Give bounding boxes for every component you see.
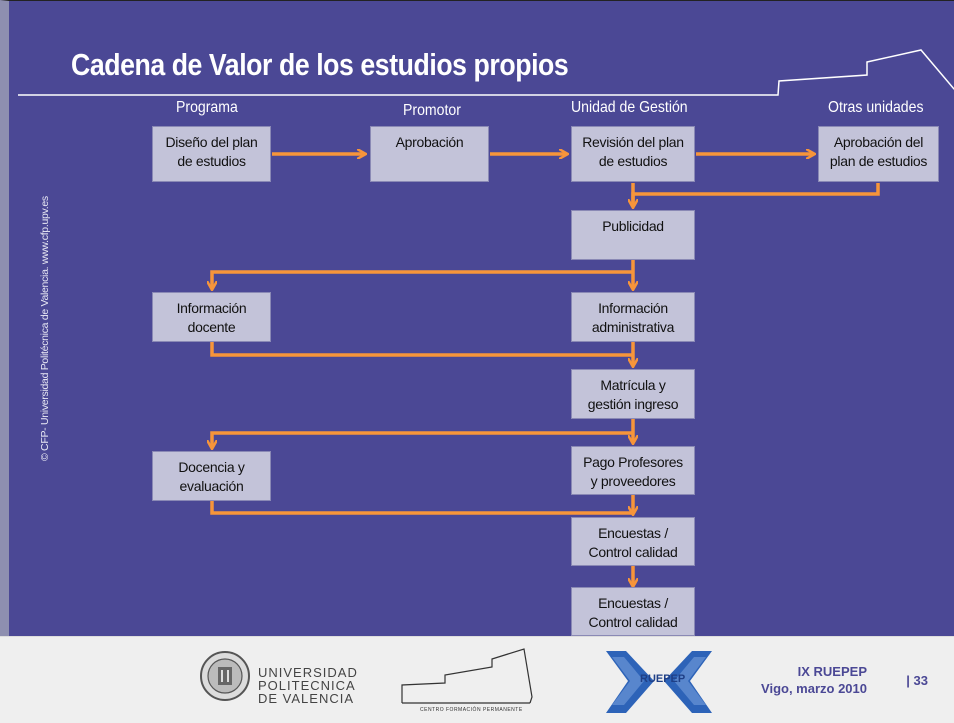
box-encuestas-2: Encuestas / Control calidad bbox=[571, 587, 695, 636]
box-line: Revisión del plan bbox=[582, 134, 684, 150]
slide-title: Cadena de Valor de los estudios propios bbox=[71, 47, 569, 82]
event-name: IX RUEPEP bbox=[797, 664, 867, 679]
box-line: gestión ingreso bbox=[587, 396, 679, 412]
arrow-docencia-encuestas bbox=[210, 501, 633, 515]
ruepep-logo-icon bbox=[606, 651, 712, 713]
page-number: | 33 bbox=[906, 673, 928, 688]
box-line: plan de estudios bbox=[829, 153, 928, 169]
box-line: Información bbox=[176, 300, 247, 316]
cfp-logo-icon bbox=[401, 648, 533, 704]
box-line: y proveedores bbox=[590, 473, 676, 489]
box-line: de estudios bbox=[177, 153, 246, 169]
upv-logo-text: UNIVERSIDAD POLITECNICA DE VALENCIA bbox=[258, 666, 358, 705]
box-line: Diseño del plan bbox=[165, 134, 258, 150]
upv-logo-line: POLITECNICA bbox=[258, 678, 356, 693]
box-pago-profesores: Pago Profesores y proveedores bbox=[571, 446, 695, 495]
arrow-matricula-docencia bbox=[212, 431, 633, 447]
box-line: Pago Profesores bbox=[583, 454, 683, 470]
box-aprobacion: Aprobación bbox=[370, 126, 489, 182]
box-line: administrativa bbox=[591, 319, 675, 335]
diagram-lines bbox=[18, 49, 954, 637]
box-line: de estudios bbox=[598, 153, 668, 169]
slide-body: Cadena de Valor de los estudios propios … bbox=[0, 0, 954, 636]
box-revision-plan: Revisión del plan de estudios bbox=[571, 126, 695, 182]
box-line: evaluación bbox=[179, 478, 244, 494]
box-diseno-plan: Diseño del plan de estudios bbox=[152, 126, 271, 182]
arrow-infodocente-matricula bbox=[210, 342, 633, 357]
footer: UNIVERSIDAD POLITECNICA DE VALENCIA CENT… bbox=[0, 636, 954, 723]
box-line: Control calidad bbox=[588, 544, 678, 560]
cfp-logo-text: CENTRO FORMACIÓN PERMANENTE bbox=[420, 707, 523, 713]
upv-logo-line: DE VALENCIA bbox=[258, 691, 355, 706]
box-matricula: Matrícula y gestión ingreso bbox=[571, 369, 695, 419]
box-informacion-docente: Información docente bbox=[152, 292, 271, 342]
box-publicidad: Publicidad bbox=[571, 210, 695, 260]
column-header-unidad: Unidad de Gestión bbox=[571, 99, 688, 116]
box-encuestas-1: Encuestas / Control calidad bbox=[571, 517, 695, 566]
box-aprobacion-plan: Aprobación del plan de estudios bbox=[818, 126, 939, 182]
ruepep-logo-text: RUEPEP bbox=[640, 673, 686, 685]
box-line: Control calidad bbox=[588, 614, 678, 630]
column-header-otras: Otras unidades bbox=[828, 99, 924, 116]
arrow-publicidad-infodocente bbox=[212, 270, 633, 288]
column-header-programa: Programa bbox=[176, 99, 238, 116]
header-building-outline bbox=[18, 49, 954, 96]
box-line: Matrícula y bbox=[600, 377, 666, 393]
upv-seal-icon bbox=[200, 651, 250, 701]
upv-logo-line: UNIVERSIDAD bbox=[258, 665, 358, 680]
event-place-date: Vigo, marzo 2010 bbox=[761, 681, 867, 696]
box-line: Aprobación bbox=[395, 134, 464, 150]
column-header-promotor: Promotor bbox=[403, 102, 461, 119]
box-line: Publicidad bbox=[602, 218, 664, 234]
box-line: Encuestas / bbox=[598, 595, 668, 611]
box-informacion-administrativa: Información administrativa bbox=[571, 292, 695, 342]
box-line: Aprobación del bbox=[833, 134, 924, 150]
box-line: Encuestas / bbox=[598, 525, 668, 541]
box-line: Información bbox=[598, 300, 668, 316]
box-line: Docencia y bbox=[178, 459, 245, 475]
box-line: docente bbox=[187, 319, 236, 335]
arrow-aprobacionplan-publicidad bbox=[633, 183, 880, 206]
box-docencia: Docencia y evaluación bbox=[152, 451, 271, 501]
